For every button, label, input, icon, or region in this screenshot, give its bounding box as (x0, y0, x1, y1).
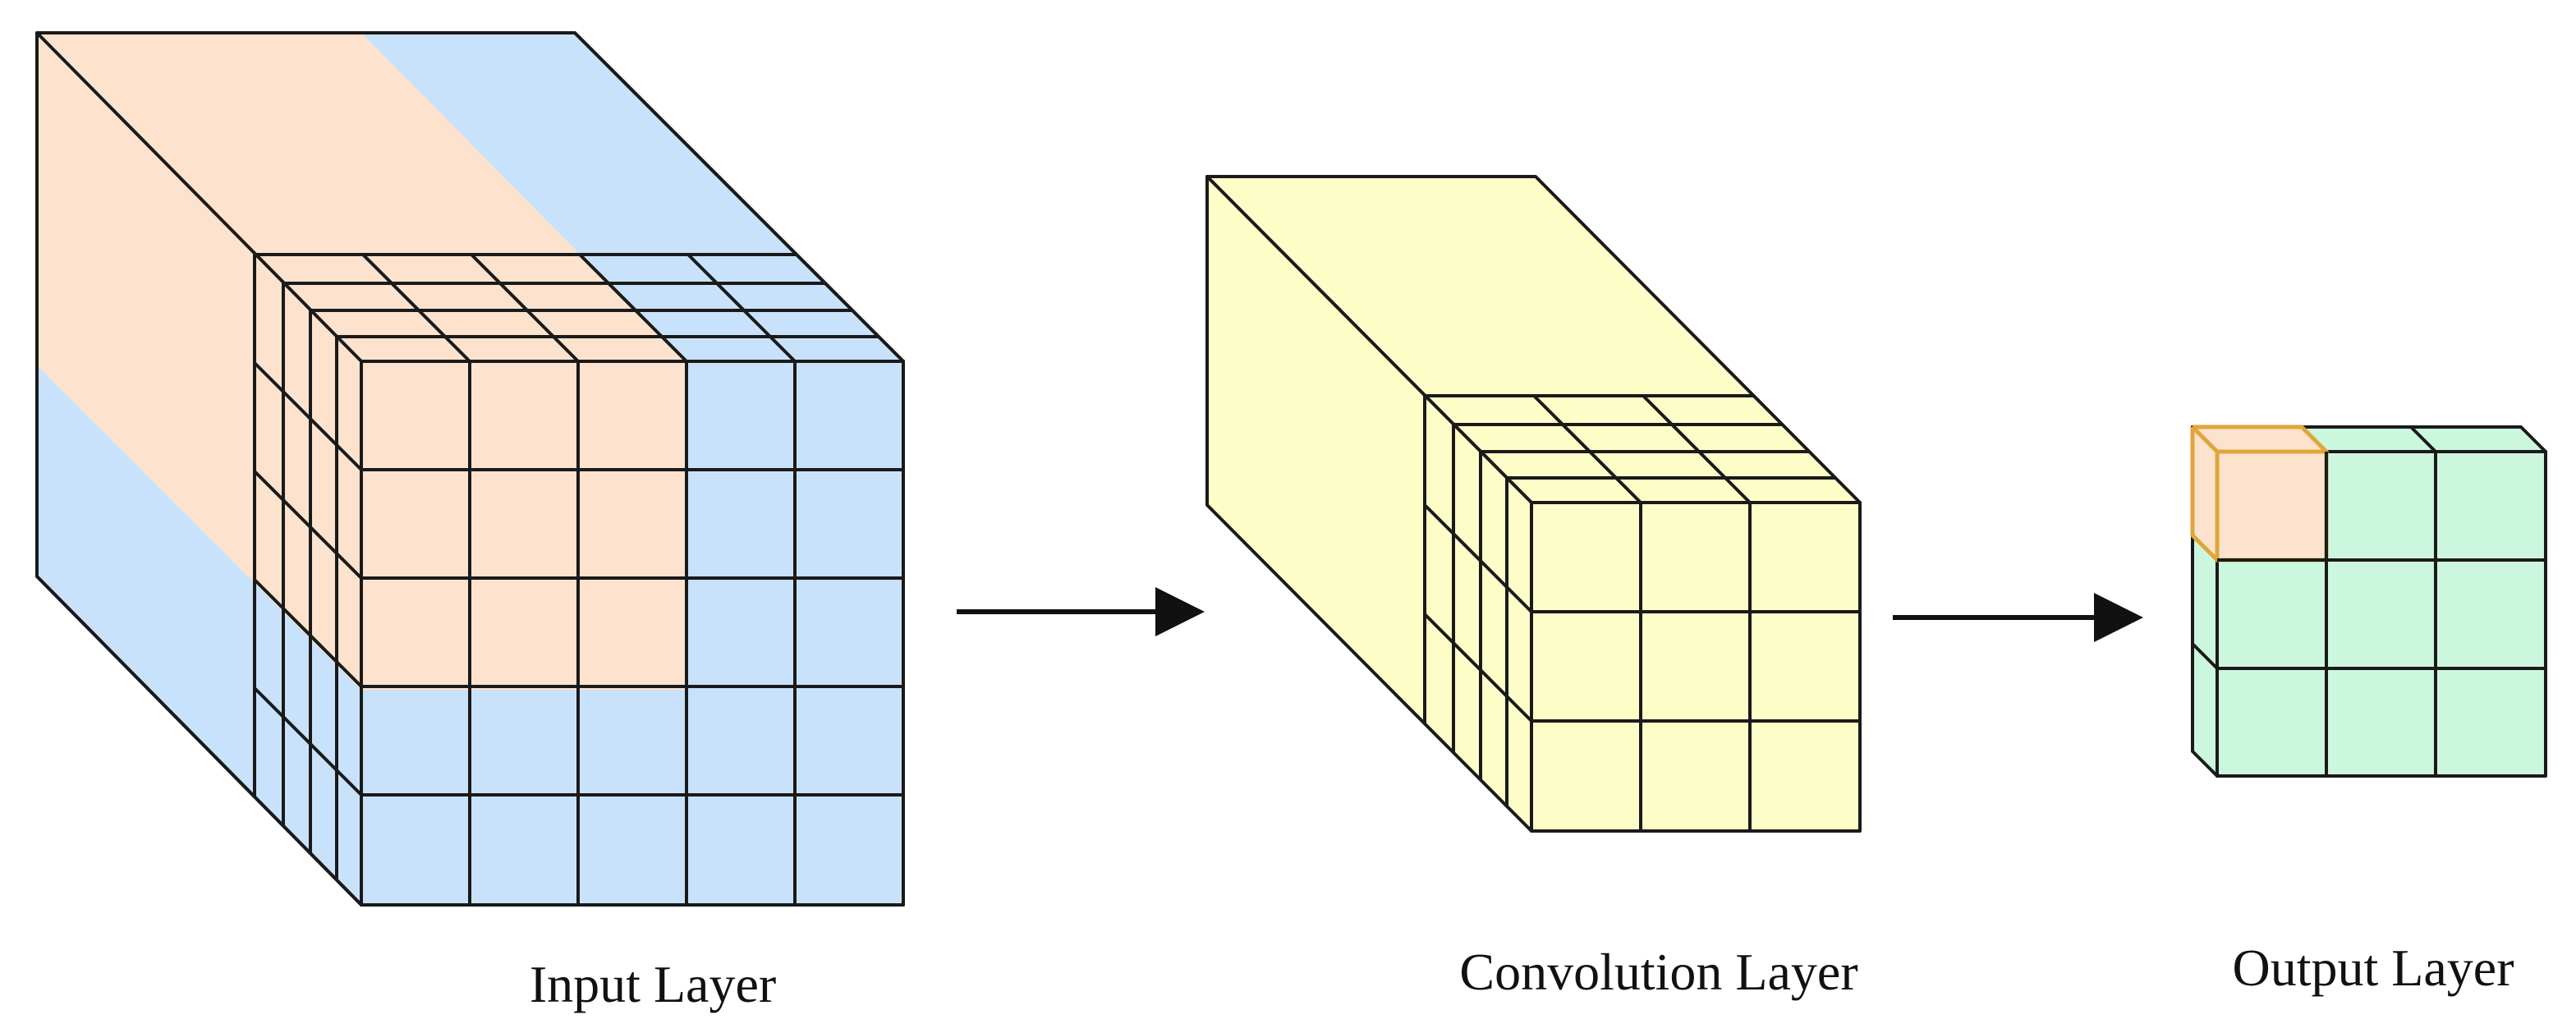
output-highlight-cell (2190, 425, 2329, 562)
input-front-grid (360, 360, 905, 907)
output-layer-label: Output Layer (2233, 939, 2514, 997)
input-layer-label: Input Layer (530, 955, 776, 1013)
conv-depth-slices (1423, 394, 1835, 806)
output-layer-volume (2190, 425, 2547, 778)
convolution-layer-label: Convolution Layer (1459, 943, 1857, 1001)
conv-front-face (1530, 501, 1862, 833)
input-depth-slices (253, 253, 879, 879)
output-front-grid (2191, 425, 2546, 776)
conv-front-grid (1531, 503, 1860, 831)
input-layer-volume (35, 31, 905, 907)
receptive-field-front (361, 361, 686, 690)
receptive-field-top (37, 33, 686, 361)
receptive-field-side (37, 33, 361, 690)
convolution-layer-volume (1205, 175, 1862, 833)
